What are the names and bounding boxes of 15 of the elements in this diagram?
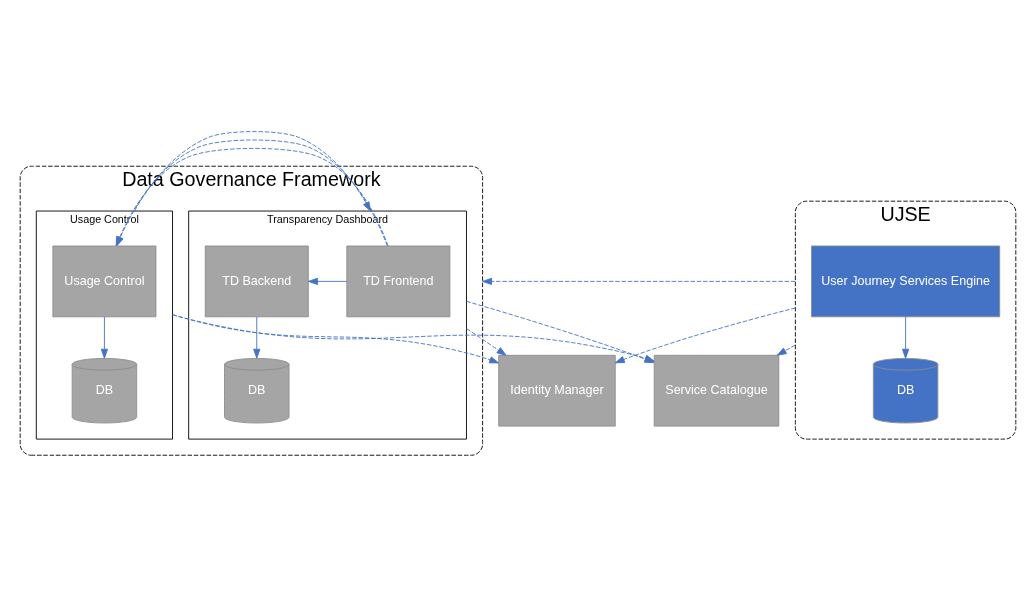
node-box: Identity Manager bbox=[498, 354, 616, 427]
arrow bbox=[253, 315, 261, 359]
arrow bbox=[308, 277, 348, 285]
arrow bbox=[133, 130, 372, 211]
arrow bbox=[482, 277, 796, 285]
node-box: User Journey Services Engine bbox=[811, 245, 1001, 317]
node-box: Usage Control bbox=[52, 245, 157, 317]
arrow bbox=[776, 344, 796, 356]
arrow bbox=[902, 315, 910, 359]
arrow bbox=[100, 315, 108, 359]
arrow bbox=[466, 327, 507, 356]
arrow bbox=[172, 313, 500, 363]
node-box: Service Catalogue bbox=[653, 354, 780, 427]
node-box: TD Frontend bbox=[346, 245, 451, 317]
node-box: TD Backend bbox=[204, 245, 309, 317]
